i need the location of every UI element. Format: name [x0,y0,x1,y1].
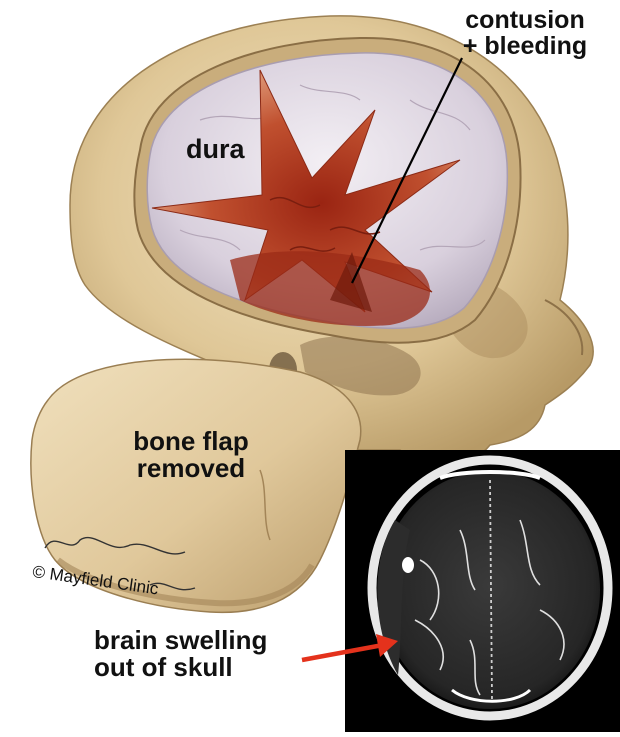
brain-swelling-label-line2: out of skull [94,652,233,682]
ct-scan-inset [345,450,620,732]
bone-flap-label: bone flap removed [96,428,286,481]
bone-flap-label-line1: bone flap [133,426,249,456]
brain-swelling-label-line1: brain swelling [94,625,267,655]
contusion-bleeding-label: contusion + bleeding [432,8,618,59]
contusion-label-line2: + bleeding [463,32,587,60]
brain-swelling-label: brain swelling out of skull [94,627,267,680]
dura-label: dura [186,136,245,164]
bone-flap-label-line2: removed [137,453,245,483]
contusion-label-line1: contusion [465,6,584,34]
